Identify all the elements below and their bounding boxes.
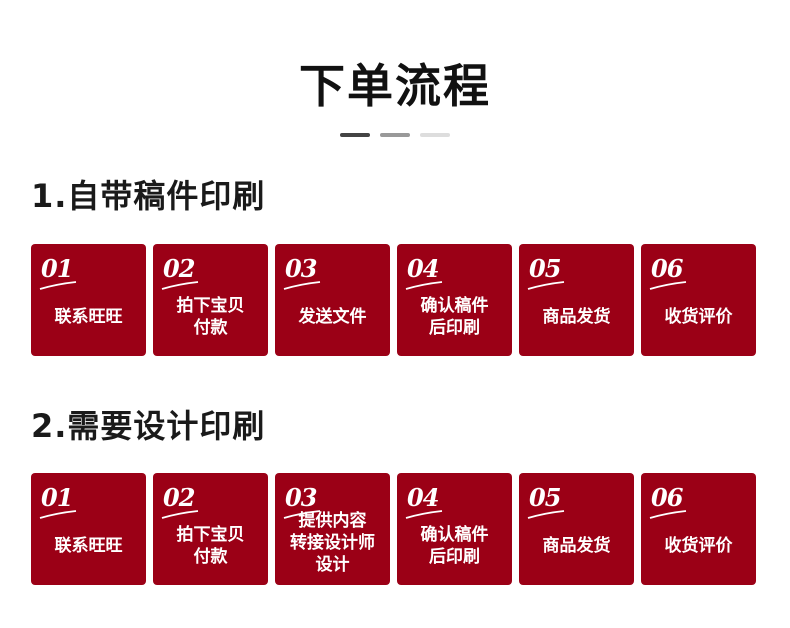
step-card: 04 确认稿件 后印刷 (397, 473, 512, 585)
step-label: 商品发货 (542, 536, 611, 556)
step-label: 发送文件 (298, 307, 367, 327)
step-card: 05 商品发货 (519, 473, 634, 585)
step-card: 01 联系旺旺 (31, 473, 146, 585)
section2-steps: 01 联系旺旺 02 拍下宝贝 付款 03 提供内容 转接设计师 设计 04 确… (31, 473, 757, 585)
number-swash (39, 281, 77, 290)
number-swash (527, 281, 565, 290)
number-swash (161, 281, 199, 290)
step-card: 05 商品发货 (519, 244, 634, 356)
number-swash (283, 281, 321, 290)
number-swash (649, 510, 687, 519)
step-label: 收货评价 (664, 536, 733, 556)
step-card: 06 收货评价 (641, 244, 756, 356)
step-number: 04 (407, 483, 439, 512)
step-number: 03 (285, 254, 317, 283)
page-title: 下单流程 (299, 59, 491, 113)
step-number: 01 (41, 483, 73, 512)
step-number: 04 (407, 254, 439, 283)
number-swash (283, 510, 321, 519)
section1-steps: 01 联系旺旺 02 拍下宝贝 付款 03 发送文件 04 确认稿件 后印刷 0… (31, 244, 757, 356)
step-number: 05 (529, 483, 561, 512)
step-card: 06 收货评价 (641, 473, 756, 585)
step-number: 02 (163, 254, 195, 283)
divider-dash-mid (380, 133, 410, 137)
step-number: 06 (651, 483, 683, 512)
number-swash (39, 510, 77, 519)
step-label: 拍下宝贝 付款 (176, 296, 245, 338)
number-swash (527, 510, 565, 519)
section1-heading: 1.自带稿件印刷 (31, 177, 266, 215)
step-label: 拍下宝贝 付款 (176, 525, 245, 567)
number-swash (405, 281, 443, 290)
step-label: 联系旺旺 (54, 307, 123, 327)
step-label: 商品发货 (542, 307, 611, 327)
title-divider (0, 133, 790, 137)
step-label: 提供内容 转接设计师 设计 (290, 511, 375, 575)
step-number: 03 (285, 483, 317, 512)
step-card: 02 拍下宝贝 付款 (153, 473, 268, 585)
number-swash (649, 281, 687, 290)
step-card: 03 发送文件 (275, 244, 390, 356)
step-number: 01 (41, 254, 73, 283)
section2-heading: 2.需要设计印刷 (31, 407, 266, 445)
step-label: 确认稿件 后印刷 (420, 525, 489, 567)
step-number: 02 (163, 483, 195, 512)
step-label: 收货评价 (664, 307, 733, 327)
step-label: 联系旺旺 (54, 536, 123, 556)
number-swash (405, 510, 443, 519)
step-label: 确认稿件 后印刷 (420, 296, 489, 338)
step-card: 03 提供内容 转接设计师 设计 (275, 473, 390, 585)
step-number: 05 (529, 254, 561, 283)
step-card: 02 拍下宝贝 付款 (153, 244, 268, 356)
step-number: 06 (651, 254, 683, 283)
divider-dash-dark (340, 133, 370, 137)
number-swash (161, 510, 199, 519)
divider-dash-light (420, 133, 450, 137)
step-card: 01 联系旺旺 (31, 244, 146, 356)
step-card: 04 确认稿件 后印刷 (397, 244, 512, 356)
